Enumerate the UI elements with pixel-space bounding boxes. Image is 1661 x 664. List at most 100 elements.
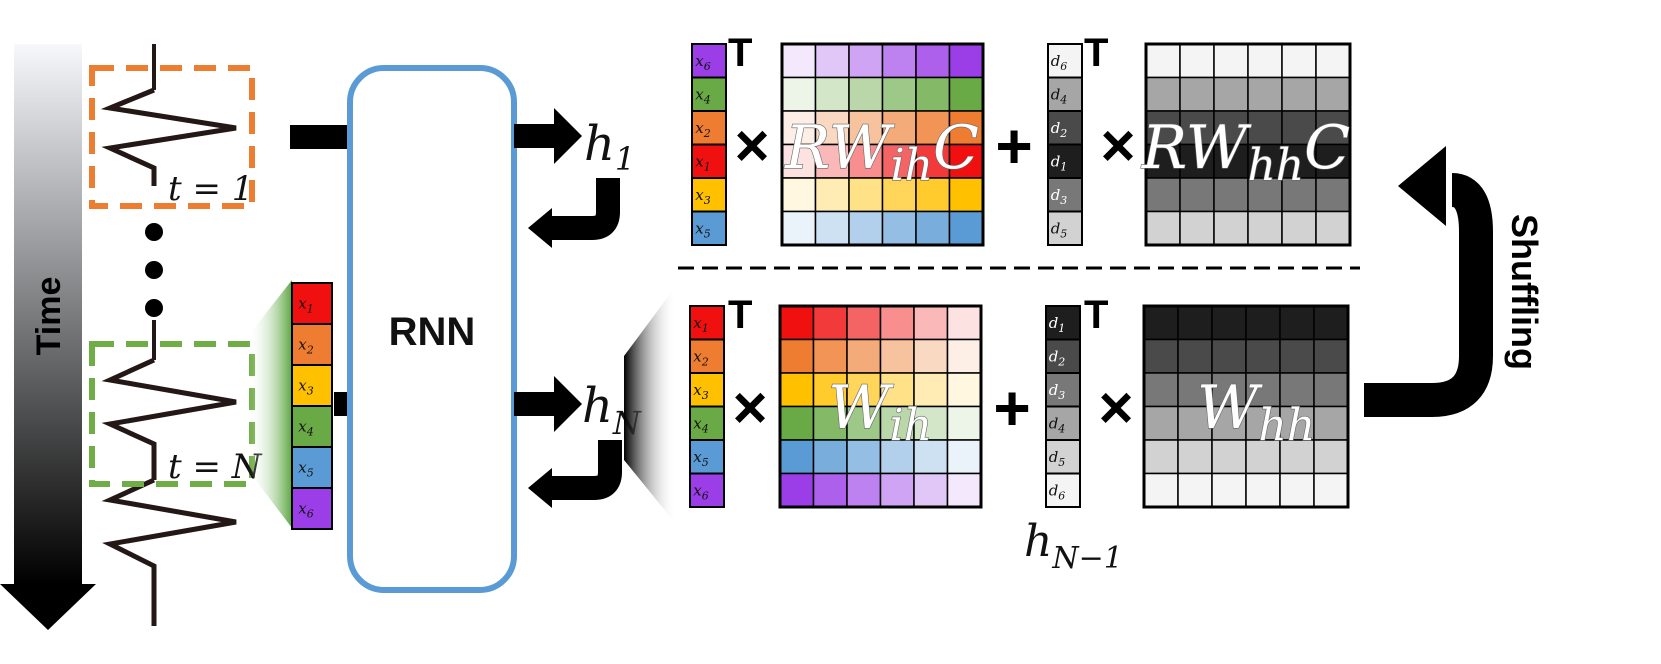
vector-cell <box>689 472 725 508</box>
vector-cell <box>291 446 333 489</box>
matrix-cell <box>1177 305 1213 341</box>
matrix-cell <box>1143 405 1179 441</box>
matrix-cell <box>881 76 917 112</box>
matrix-cell <box>848 210 884 246</box>
vector-cell-index: 5 <box>1058 456 1065 469</box>
vector-cell <box>689 305 725 341</box>
vector-cell-index: 2 <box>1057 355 1065 368</box>
ellipsis-dot <box>145 261 163 279</box>
matrix-cell <box>781 177 817 213</box>
vector-cell-index: 4 <box>703 93 711 106</box>
plus-operator: + <box>995 110 1032 182</box>
matrix-cell <box>946 305 982 341</box>
matrix-cell <box>1211 305 1247 341</box>
matrix-cell <box>846 372 882 408</box>
matrix-cell <box>948 210 984 246</box>
vector-cell <box>1047 76 1083 112</box>
vector-cell <box>1045 305 1081 341</box>
matrix-cell <box>1211 372 1247 408</box>
matrix-cell <box>1213 177 1249 213</box>
matrix-cell <box>846 439 882 475</box>
vector-cell <box>691 76 727 112</box>
matrix-cell <box>779 338 815 374</box>
vector-cell <box>691 210 727 246</box>
matrix-cell <box>1315 43 1351 79</box>
vector-cell-index: 1 <box>1060 160 1067 173</box>
vector-cell <box>691 177 727 213</box>
vector-cell-index: 4 <box>701 422 709 435</box>
matrix-cell <box>1145 110 1181 146</box>
matrix-cell <box>846 305 882 341</box>
matrix-cell <box>814 76 850 112</box>
matrix-cell <box>1143 439 1179 475</box>
matrix-cell <box>814 210 850 246</box>
matrix-cell <box>1247 43 1283 79</box>
vector-cell-index: 2 <box>701 355 709 368</box>
vector-cell <box>291 487 333 530</box>
matrix-cell <box>879 338 915 374</box>
matrix-cell <box>812 305 848 341</box>
vector-cell-index: 4 <box>1057 422 1065 435</box>
transpose-mark: T <box>728 31 752 75</box>
matrix-cell <box>1315 177 1351 213</box>
vector-cell <box>1047 177 1083 213</box>
matrix-cell <box>814 43 850 79</box>
vector-cell-index: 3 <box>1058 389 1065 402</box>
vector-cell <box>689 338 725 374</box>
matrix-cell <box>913 338 949 374</box>
matrix-cell <box>1245 305 1281 341</box>
vector-cell-index: 6 <box>704 60 711 73</box>
matrix-cell <box>1245 439 1281 475</box>
matrix-cell <box>814 177 850 213</box>
vector-cell <box>1045 405 1081 441</box>
vector-cell-index: 2 <box>703 127 711 140</box>
matrix-cell <box>812 439 848 475</box>
times-operator: × <box>1098 374 1133 441</box>
transpose-mark: T <box>1084 293 1108 337</box>
matrix-cell <box>1179 177 1215 213</box>
rnn-block <box>347 65 517 593</box>
matrix-cell <box>1143 305 1179 341</box>
top-rwhhc-matrix <box>1144 42 1352 247</box>
transpose-mark: T <box>1084 31 1108 75</box>
output-arrow-top <box>514 108 582 164</box>
matrix-cell <box>781 43 817 79</box>
matrix-cell <box>1245 472 1281 508</box>
vector-cell-index: 1 <box>704 160 711 173</box>
matrix-cell <box>781 143 817 179</box>
matrix-cell <box>1281 43 1317 79</box>
matrix-cell <box>812 472 848 508</box>
vector-cell-index: 4 <box>306 426 314 439</box>
matrix-cell <box>1313 372 1349 408</box>
vector-cell-index: 4 <box>1059 93 1067 106</box>
vector-cell-index: 3 <box>1060 194 1067 207</box>
matrix-cell <box>913 305 949 341</box>
vector-cell-index: 6 <box>1058 489 1065 502</box>
t1-label: t = 1 <box>168 169 253 209</box>
matrix-cell <box>1279 472 1315 508</box>
matrix-cell <box>779 372 815 408</box>
shuffling-arrow <box>1364 146 1493 417</box>
matrix-cell <box>781 210 817 246</box>
matrix-cell <box>1211 405 1247 441</box>
vector-cell-index: 5 <box>702 456 709 469</box>
top-whh-title: RWhhC <box>1141 113 1350 191</box>
vector-cell <box>291 282 333 325</box>
matrix-cell <box>946 405 982 441</box>
vector-cell <box>691 110 727 146</box>
matrix-border <box>1142 304 1350 509</box>
matrix-cell <box>1315 210 1351 246</box>
bottom-whh-title: Whh <box>1197 373 1315 451</box>
shuffling-label: Shuffling <box>1504 214 1545 370</box>
matrix-cell <box>779 439 815 475</box>
matrix-cell <box>1211 472 1247 508</box>
matrix-cell <box>1179 143 1215 179</box>
matrix-cell <box>879 472 915 508</box>
matrix-cell <box>779 472 815 508</box>
matrix-cell <box>915 177 951 213</box>
zigzag-signal <box>100 44 237 626</box>
